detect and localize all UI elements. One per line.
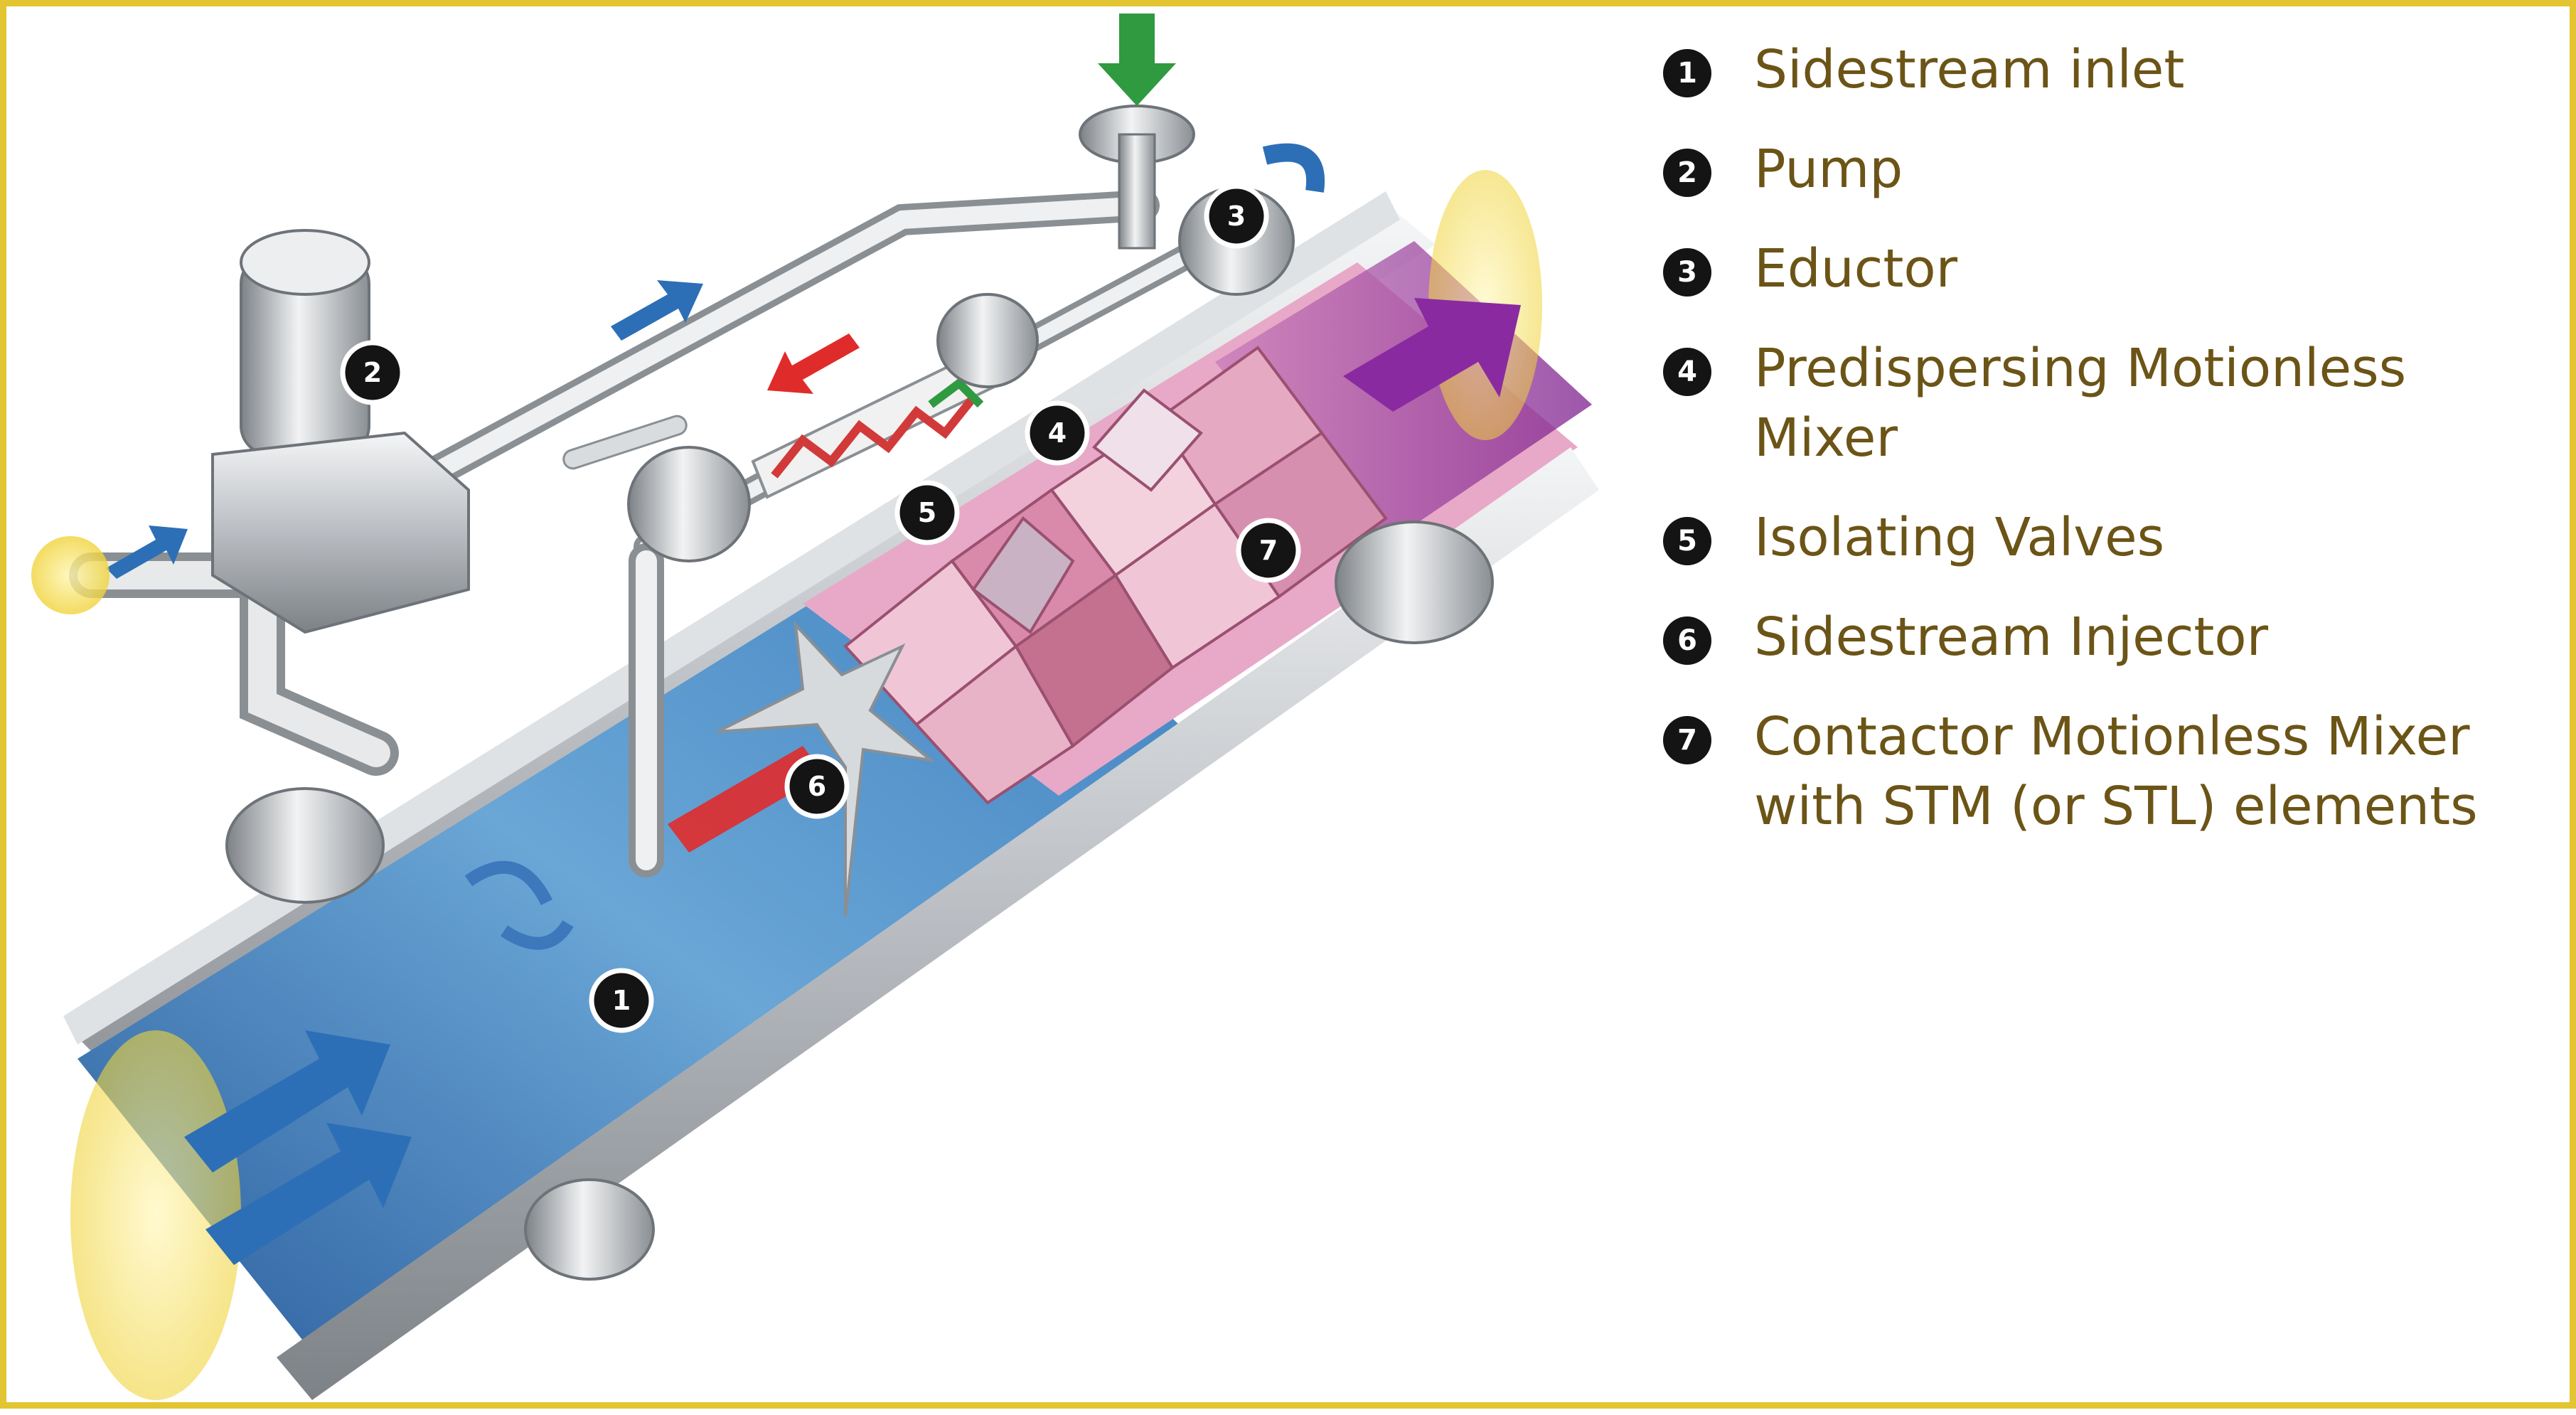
legend-item-6: 6 Sidestream Injector — [1663, 602, 2268, 672]
outlet-flow-arrow — [1343, 298, 1521, 412]
legend-item-1: 1 Sidestream inlet — [1663, 35, 2184, 105]
flange-back — [225, 787, 385, 904]
inlet-flow-arrows — [184, 1030, 412, 1265]
mixer-system-illustration: 1 2 3 4 5 6 7 — [31, 14, 1599, 1400]
callout-2: 2 — [340, 340, 405, 405]
legend-number-2: 2 — [1663, 149, 1711, 197]
legend-label-7: Contactor Motionless Mixer with STM (or … — [1754, 706, 2478, 837]
isolating-valve-left — [627, 446, 751, 562]
legend-number-3: 3 — [1663, 248, 1711, 297]
legend-number-5: 5 — [1663, 517, 1711, 565]
callout-5-number: 5 — [918, 497, 936, 528]
valve-handle — [562, 415, 688, 470]
pump-inlet-glow — [31, 536, 109, 614]
legend-label-5: Isolating Valves — [1754, 507, 2165, 568]
legend-number-6: 6 — [1663, 616, 1711, 665]
legend-label-6: Sidestream Injector — [1754, 607, 2269, 668]
callout-3-number: 3 — [1227, 201, 1246, 232]
flange-left — [524, 1178, 655, 1281]
flow-arrow-return — [767, 333, 860, 394]
flange-right — [1335, 520, 1494, 644]
callout-1: 1 — [589, 968, 654, 1033]
isolating-valve-right — [936, 293, 1039, 388]
inlet-opening-glow — [70, 1030, 241, 1400]
callout-4: 4 — [1025, 400, 1090, 466]
reagent-inlet-arrow — [1098, 14, 1176, 106]
legend-item-4: 4 Predispersing Motionless Mixer — [1663, 333, 2406, 473]
legend-label-2: Pump — [1754, 139, 1903, 200]
callout-6: 6 — [784, 754, 850, 819]
sidestream-injector-star — [717, 621, 936, 917]
legend-label-1: Sidestream inlet — [1754, 39, 2185, 100]
callout-6-number: 6 — [808, 771, 826, 802]
callout-4-number: 4 — [1048, 417, 1067, 449]
pump — [211, 229, 470, 634]
callout-7: 7 — [1236, 518, 1301, 583]
legend-label-4: Predispersing Motionless Mixer — [1754, 338, 2407, 469]
legend-label-3: Eductor — [1754, 238, 1958, 299]
legend-item-7: 7 Contactor Motionless Mixer with STM (o… — [1663, 702, 2478, 841]
flow-arrow-loop — [611, 280, 703, 341]
legend-number-4: 4 — [1663, 348, 1711, 396]
callout-2-number: 2 — [363, 357, 382, 388]
main-pipe-front-wall — [277, 447, 1599, 1400]
callout-3: 3 — [1204, 183, 1269, 249]
swirl-arrow — [464, 860, 574, 950]
callout-5: 5 — [894, 480, 960, 545]
legend-item-2: 2 Pump — [1663, 134, 1903, 204]
legend-number-7: 7 — [1663, 716, 1711, 764]
flow-arrow-pump-inlet — [106, 525, 188, 579]
legend-item-5: 5 Isolating Valves — [1663, 503, 2164, 572]
callout-7-number: 7 — [1259, 535, 1278, 566]
legend-number-1: 1 — [1663, 49, 1711, 97]
contactor-mixer-elements — [843, 346, 1388, 805]
legend-item-3: 3 Eductor — [1663, 234, 1957, 304]
callout-1-number: 1 — [612, 985, 631, 1016]
eductor-outlet-arrow — [1262, 143, 1325, 193]
injected-flow-stream — [668, 746, 824, 853]
